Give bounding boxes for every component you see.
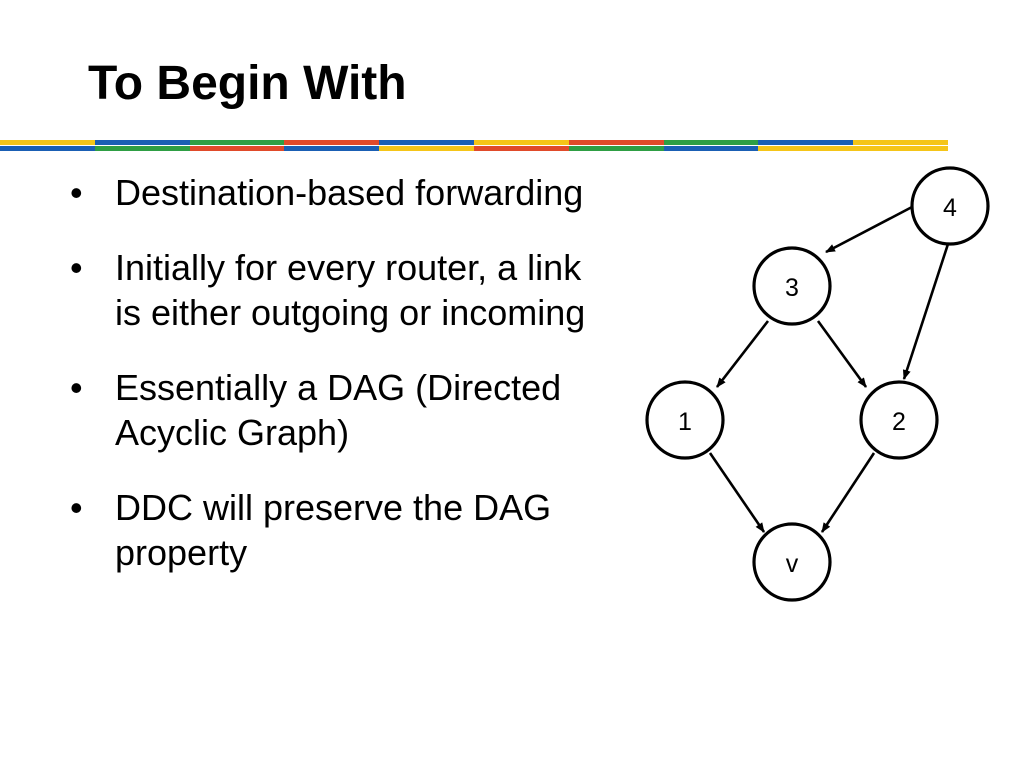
bullet-dot-icon: •: [70, 247, 83, 288]
bullet-list: • Destination-based forwarding • Initial…: [70, 170, 690, 575]
stripe-segment: [94, 140, 190, 145]
stripe-segment: [94, 146, 190, 151]
stripe-segment: [473, 140, 569, 145]
stripe-segment: [568, 146, 664, 151]
stripe-segment: [663, 146, 759, 151]
stripe-segment: [284, 146, 380, 151]
stripe-segment: [189, 146, 285, 151]
stripe-segment: [0, 146, 95, 151]
stripe-band-bottom: [0, 146, 948, 151]
dag-diagram: 4 3 1 2 v: [645, 166, 990, 602]
bullet-text: Essentially a DAG (Directed: [115, 367, 562, 408]
stripe-segment: [758, 140, 854, 145]
graph-node: 1: [645, 380, 725, 460]
bullet-text: DDC will preserve the DAG: [115, 487, 552, 528]
bullet-dot-icon: •: [70, 172, 83, 213]
bullet-text: Acyclic Graph): [115, 412, 350, 453]
bullet-item: • Initially for every router, a link is …: [70, 245, 690, 335]
node-label: 2: [892, 408, 906, 436]
bullet-dot-icon: •: [70, 367, 83, 408]
edge-1-to-v: [708, 452, 766, 533]
bullet-text: property: [115, 532, 248, 573]
bullet-text: is either outgoing or incoming: [115, 292, 586, 333]
node-label: 4: [943, 194, 957, 222]
bullet-item: • Destination-based forwarding: [70, 170, 690, 215]
bullet-text: Initially for every router, a link: [115, 247, 582, 288]
graph-node: 4: [910, 166, 990, 246]
stripe-segment: [473, 146, 569, 151]
stripe-segment: [853, 146, 948, 151]
edge-3-to-2: [816, 320, 868, 388]
edge-4-to-3: [825, 205, 913, 254]
node-label: v: [786, 550, 799, 578]
bullet-item: • DDC will preserve the DAG property: [70, 485, 690, 575]
bullet-item: • Essentially a DAG (Directed Acyclic Gr…: [70, 365, 690, 455]
stripe-segment: [379, 140, 474, 145]
stripe-band-top: [0, 140, 948, 145]
edge-3-to-1: [715, 320, 770, 388]
graph-node: v: [752, 522, 832, 602]
stripe-segment: [284, 140, 380, 145]
edge-2-to-v: [820, 452, 876, 533]
graph-node: 3: [752, 246, 832, 326]
stripe-segment: [853, 140, 948, 145]
slide-title: To Begin With: [88, 57, 407, 110]
node-label: 1: [678, 408, 692, 436]
title-stripe: [0, 140, 948, 153]
stripe-segment: [0, 140, 95, 145]
graph-node: 2: [859, 380, 939, 460]
stripe-segment: [379, 146, 474, 151]
stripe-segment: [568, 140, 664, 145]
stripe-segment: [663, 140, 759, 145]
stripe-segment: [189, 140, 285, 145]
edge-4-to-2: [902, 243, 950, 380]
bullet-dot-icon: •: [70, 487, 83, 528]
stripe-segment: [758, 146, 854, 151]
bullet-text: Destination-based forwarding: [115, 172, 584, 213]
node-label: 3: [785, 274, 799, 302]
